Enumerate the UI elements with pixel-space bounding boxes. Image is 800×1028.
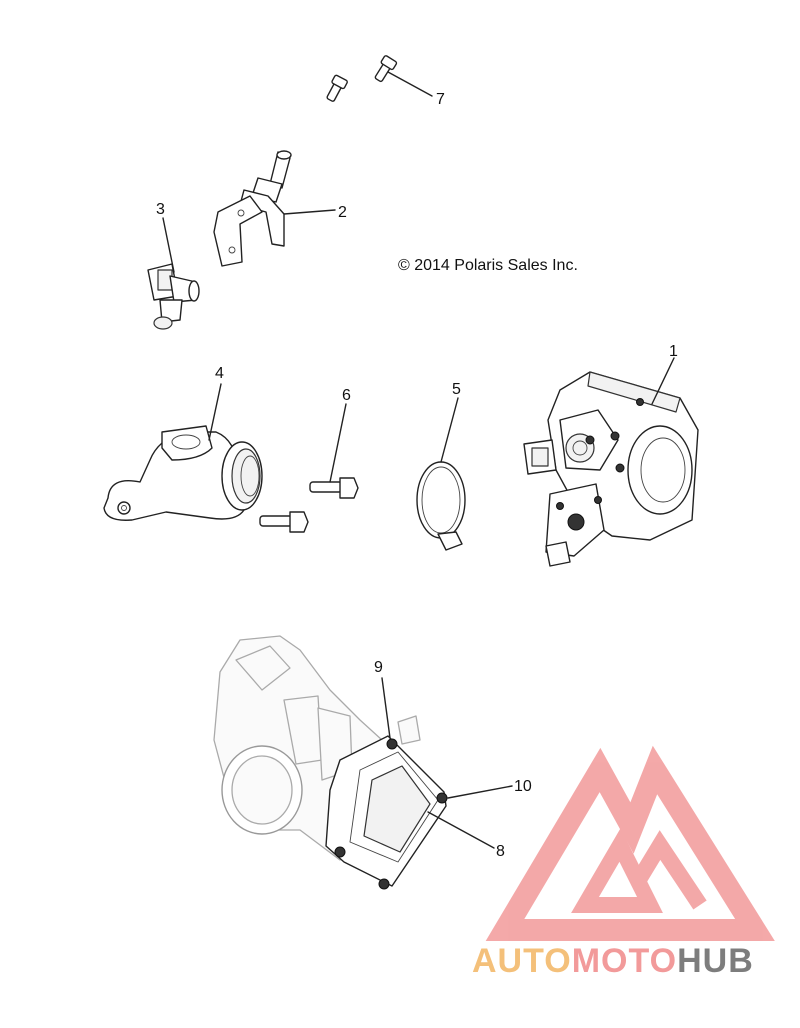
leader-3 (162, 217, 175, 273)
throttle-body-1 (523, 371, 699, 567)
bolt-7-a (326, 74, 348, 102)
leader-7 (387, 71, 433, 97)
leader-6 (329, 403, 347, 483)
leader-5 (440, 397, 459, 463)
bolt-7-b (374, 55, 398, 83)
intake-boot-4 (103, 425, 263, 521)
callout-2: 2 (338, 204, 347, 221)
leader-4 (208, 383, 222, 441)
watermark-text: AUTOMOTOHUB (472, 942, 754, 980)
callout-8: 8 (496, 843, 505, 860)
leader-9 (381, 677, 391, 739)
watermark-hub: HUB (677, 942, 754, 980)
watermark-logo-icon (485, 745, 775, 941)
callout-6: 6 (342, 387, 351, 404)
screw-9 (386, 738, 398, 750)
svg-text:AUTOMOTOHUB: AUTOMOTOHUB (472, 942, 754, 980)
watermark-moto: MOTO (572, 942, 677, 980)
callout-1: 1 (669, 343, 678, 360)
watermark-auto: AUTO (472, 942, 572, 980)
fuel-rail-2 (213, 150, 292, 267)
bolt-6-a (309, 477, 359, 499)
leader-2 (283, 209, 336, 215)
callout-4: 4 (215, 365, 224, 382)
leader-10 (447, 785, 513, 799)
callout-7: 7 (436, 91, 445, 108)
callout-3: 3 (156, 201, 165, 218)
hose-clamp-5 (416, 461, 466, 551)
callout-9: 9 (374, 659, 383, 676)
screws-10 (334, 792, 448, 890)
callout-10: 10 (514, 778, 532, 795)
fuel-injector-3 (147, 263, 200, 330)
leader-1 (651, 357, 675, 405)
callout-5: 5 (452, 381, 461, 398)
leader-8 (427, 811, 495, 849)
cover-8 (325, 735, 447, 887)
bolt-6-b (259, 511, 309, 533)
copyright-notice: © 2014 Polaris Sales Inc. (398, 257, 578, 274)
